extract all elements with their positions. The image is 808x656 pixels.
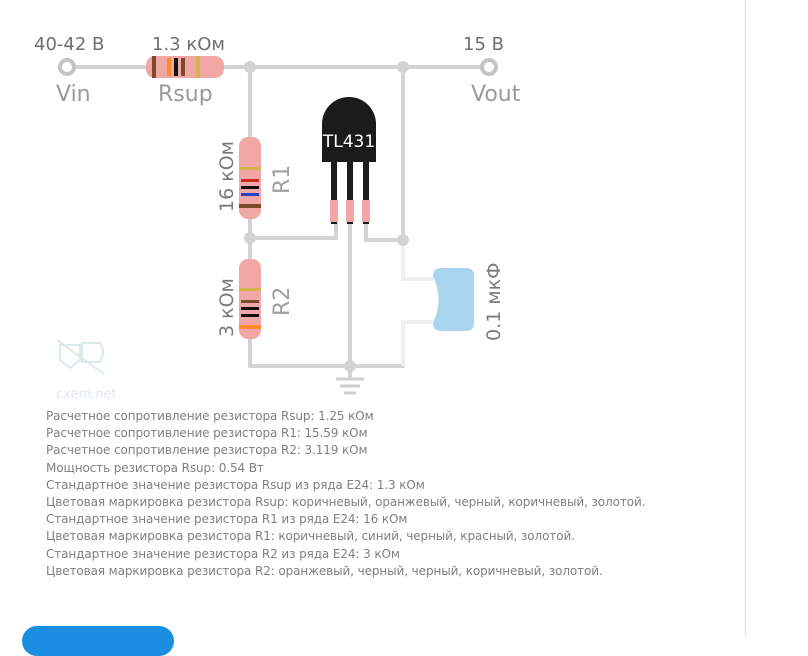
resistor-r1 xyxy=(239,137,261,219)
resistor-rsup xyxy=(146,56,224,78)
result-line: Стандартное значение резистора R1 из ряд… xyxy=(46,512,408,527)
result-line: Стандартное значение резистора Rsup из р… xyxy=(46,477,425,492)
vin-value: 40-42 В xyxy=(34,34,104,55)
vout-value: 15 В xyxy=(463,34,504,55)
right-divider xyxy=(745,0,746,636)
ic-label: TL431 xyxy=(322,132,375,152)
vin-label: Vin xyxy=(56,82,91,107)
result-line: Мощность резистора Rsup: 0.54 Вт xyxy=(46,460,264,475)
wires xyxy=(72,65,484,378)
result-line: Расчетное сопротивление резистора R2: 3.… xyxy=(46,443,368,458)
junction-dot xyxy=(397,234,409,246)
capacitor xyxy=(433,268,474,331)
r1-label: R1 xyxy=(270,165,295,194)
vout-label: Vout xyxy=(471,82,521,107)
result-line: Цветовая маркировка резистора R1: коричн… xyxy=(46,529,575,544)
junction-dot xyxy=(244,232,256,244)
rsup-value: 1.3 кОм xyxy=(152,34,225,55)
result-line: Цветовая маркировка резистора R2: оранже… xyxy=(46,563,603,578)
cxem-logo-icon: cxem.net xyxy=(56,339,117,402)
watermark-text: cxem.net xyxy=(56,387,117,402)
capacitor-leads xyxy=(401,240,436,366)
rsup-label: Rsup xyxy=(158,82,213,107)
ground-icon xyxy=(336,377,364,395)
result-line: Расчетное сопротивление резистора R1: 15… xyxy=(46,426,368,441)
result-line: Расчетное сопротивление резистора Rsup: … xyxy=(46,409,374,423)
terminal-icon xyxy=(58,58,76,76)
result-line: Стандартное значение резистора R2 из ряд… xyxy=(46,546,400,561)
junction-dot xyxy=(397,61,409,73)
circuit-diagram: TL431 cxem.net 40-42 В Vin 1.3 кОм Rsup … xyxy=(34,34,521,402)
junctions xyxy=(244,61,409,372)
junction-dot xyxy=(344,360,356,372)
result-line: Цветовая маркировка резистора Rsup: кори… xyxy=(46,495,646,510)
capacitor-value: 0.1 мкФ xyxy=(483,263,505,341)
tl431-transistor: TL431 xyxy=(322,97,376,224)
r1-value: 16 кОм xyxy=(216,141,238,212)
r2-value: 3 кОм xyxy=(216,278,238,337)
junction-dot xyxy=(244,61,256,73)
resistor-r2 xyxy=(239,259,261,339)
calculate-button[interactable] xyxy=(22,626,174,656)
results-list: Расчетное сопротивление резистора Rsup: … xyxy=(46,408,645,580)
r2-label: R2 xyxy=(270,287,295,316)
terminal-icon xyxy=(480,58,498,76)
